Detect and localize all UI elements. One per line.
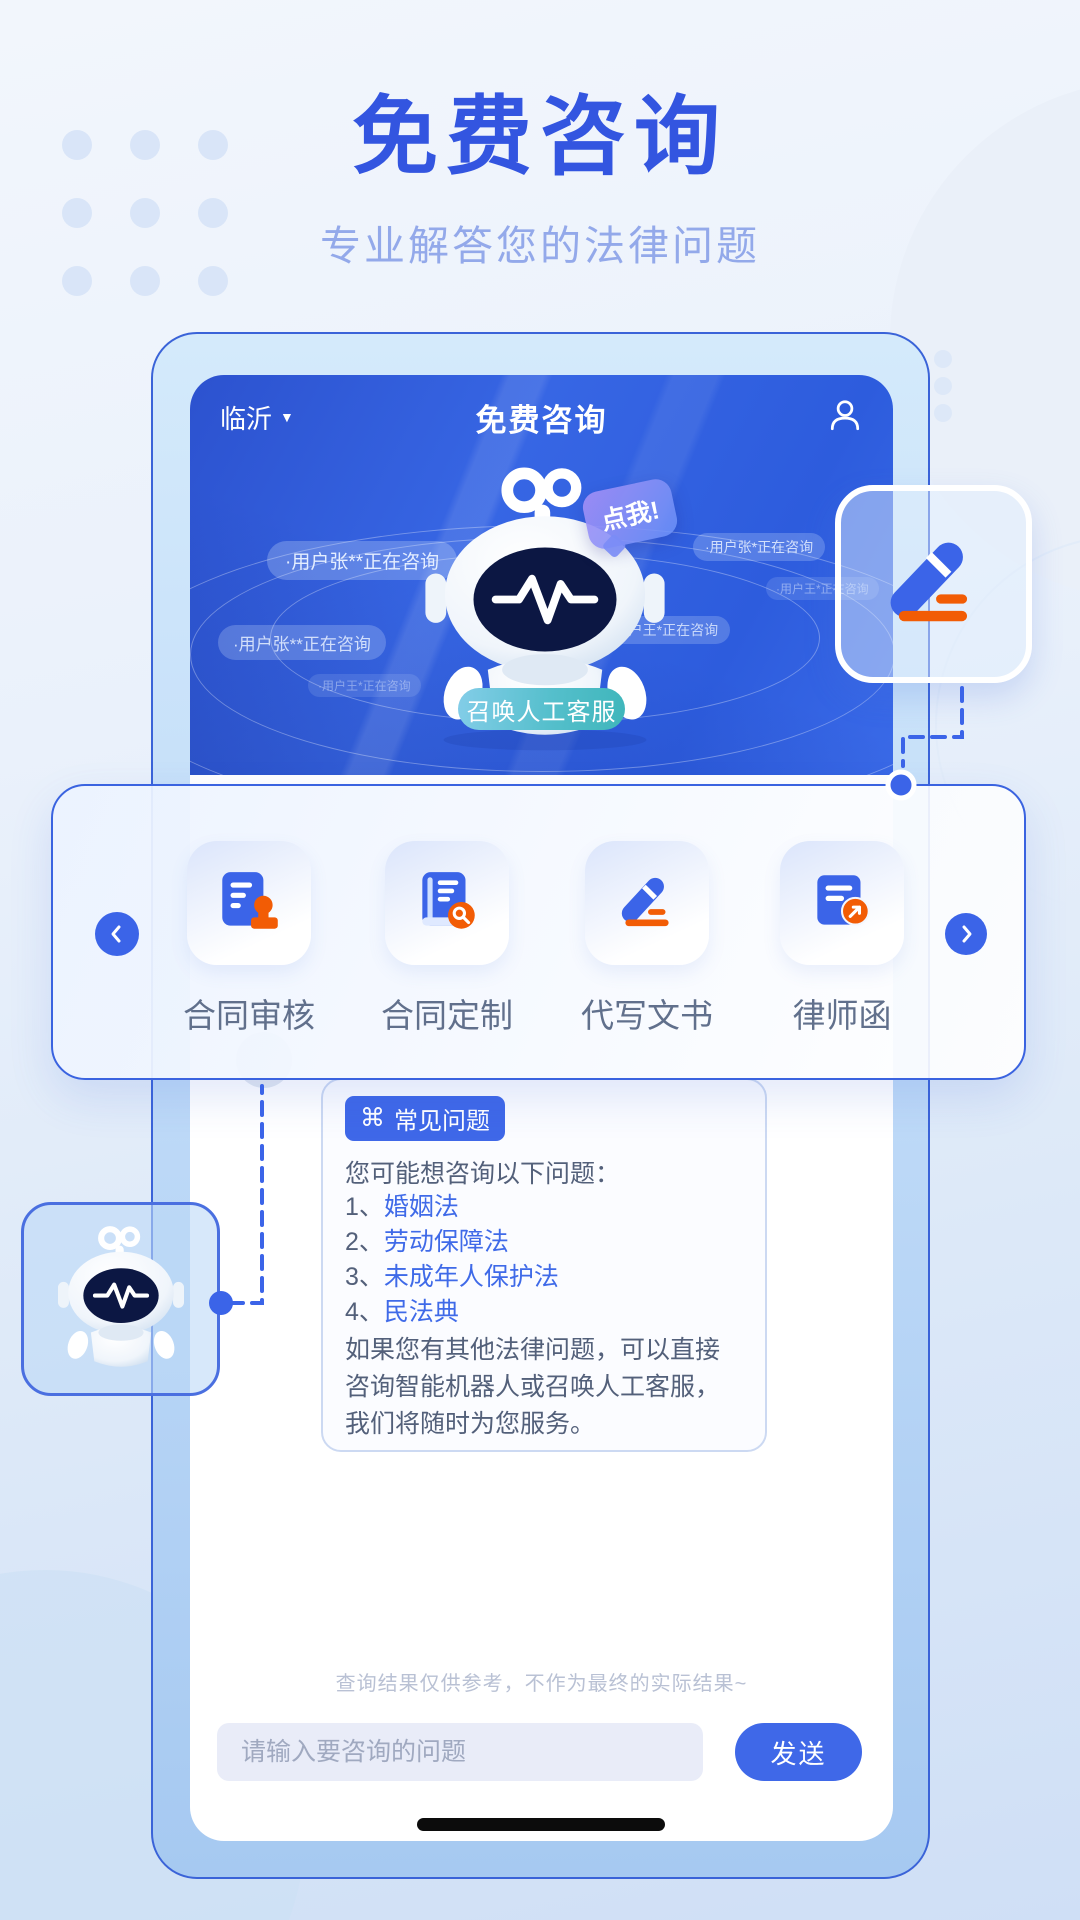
question-number: 3、 <box>345 1263 384 1291</box>
robot-icon <box>57 1226 184 1367</box>
lawyer-letter-icon <box>817 875 870 926</box>
next-services-button[interactable] <box>945 913 987 955</box>
question-number: 1、 <box>345 1193 384 1221</box>
user-icon <box>830 399 860 430</box>
consulting-user-pill: ·用户王*正在咨询 <box>766 577 879 600</box>
consulting-user-pill: ·用户张**正在咨询 <box>267 541 458 580</box>
document-writing-icon <box>621 877 669 927</box>
city-selector[interactable]: 临沂 ▼ <box>220 399 294 436</box>
service-contract-review[interactable]: 合同审核 <box>183 841 315 1034</box>
service-tile <box>780 841 904 965</box>
contract-review-icon <box>222 872 278 929</box>
faq-question-row: 4、民法典 <box>345 1295 743 1330</box>
consulting-user-pill: ·用户王*正在咨询 <box>308 674 421 697</box>
consulting-user-pill: ·用户张*正在咨询 <box>693 533 826 561</box>
service-label: 合同定制 <box>381 997 513 1034</box>
question-number: 4、 <box>345 1298 384 1326</box>
question-link-civil-code[interactable]: 民法典 <box>383 1298 459 1326</box>
page-title: 免费咨询 <box>352 89 728 185</box>
decor-dots-grid <box>62 130 228 296</box>
page-subtitle: 专业解答您的法律问题 <box>320 223 760 269</box>
human-service-button[interactable]: 召唤人工客服 <box>458 688 625 730</box>
profile-button[interactable] <box>827 398 863 437</box>
app-header: 免费咨询 临沂 ▼ <box>220 395 863 439</box>
question-input[interactable] <box>217 1723 703 1781</box>
service-tile <box>187 841 311 965</box>
prev-services-button[interactable] <box>95 912 139 956</box>
city-label: 临沂 <box>220 403 273 434</box>
chevron-right-icon <box>962 925 972 943</box>
faq-message-card: ⌘ 常见问题 您可能想咨询以下问题： 1、婚姻法 2、劳动保障法 3、未成年人保… <box>321 1078 767 1452</box>
chevron-left-icon <box>111 925 121 943</box>
app-header-title: 免费咨询 <box>475 402 608 438</box>
question-number: 2、 <box>345 1228 384 1256</box>
service-label: 律师函 <box>792 997 892 1034</box>
question-link-marriage-law[interactable]: 婚姻法 <box>383 1193 459 1221</box>
question-link-minor-protection-law[interactable]: 未成年人保护法 <box>383 1263 559 1291</box>
service-document-writing[interactable]: 代写文书 <box>581 841 713 1034</box>
faq-intro: 您可能想咨询以下问题： <box>345 1160 621 1188</box>
question-link-labor-law[interactable]: 劳动保障法 <box>383 1228 509 1256</box>
service-label: 代写文书 <box>581 997 713 1034</box>
faq-question-row: 2、劳动保障法 <box>345 1225 743 1260</box>
phone-screen: 免费咨询 临沂 ▼ ·用户张**正在咨询 ·用户张**正在咨询 ·用户王*正在咨… <box>190 375 893 1841</box>
contract-customize-icon <box>422 872 475 929</box>
writing-tool-card[interactable] <box>835 485 1032 683</box>
banner: 免费咨询 临沂 ▼ ·用户张**正在咨询 ·用户张**正在咨询 ·用户王*正在咨… <box>190 375 893 825</box>
caret-down-icon: ▼ <box>280 409 294 425</box>
robot-helper-card[interactable] <box>21 1202 220 1396</box>
faq-question-row: 3、未成年人保护法 <box>345 1260 743 1295</box>
faq-outro: 如果您有其他法律问题，可以直接咨询智能机器人或召唤人工客服，我们将随时为您服务。 <box>345 1336 721 1438</box>
faq-question-row: 1、婚姻法 <box>345 1190 743 1225</box>
command-icon: ⌘ <box>360 1104 385 1132</box>
disclaimer-text: 查询结果仅供参考，不作为最终的实际结果~ <box>335 1673 748 1695</box>
faq-badge-label: 常见问题 <box>394 1108 490 1135</box>
service-label: 合同审核 <box>183 997 315 1034</box>
decor-dots-column <box>934 350 952 422</box>
phone-mockup: 免费咨询 临沂 ▼ ·用户张**正在咨询 ·用户张**正在咨询 ·用户王*正在咨… <box>151 332 930 1879</box>
service-contract-customize[interactable]: 合同定制 <box>381 841 513 1034</box>
send-button[interactable]: 发送 <box>735 1723 862 1781</box>
faq-badge: ⌘ 常见问题 <box>345 1096 505 1141</box>
service-tile <box>385 841 509 965</box>
services-card: 合同审核 合同定制 <box>51 784 1026 1080</box>
service-tile <box>585 841 709 965</box>
pencil-icon <box>890 542 967 622</box>
consulting-user-pill: ·用户张**正在咨询 <box>218 625 386 660</box>
service-lawyer-letter[interactable]: 律师函 <box>780 841 904 1034</box>
home-indicator[interactable] <box>417 1818 665 1831</box>
